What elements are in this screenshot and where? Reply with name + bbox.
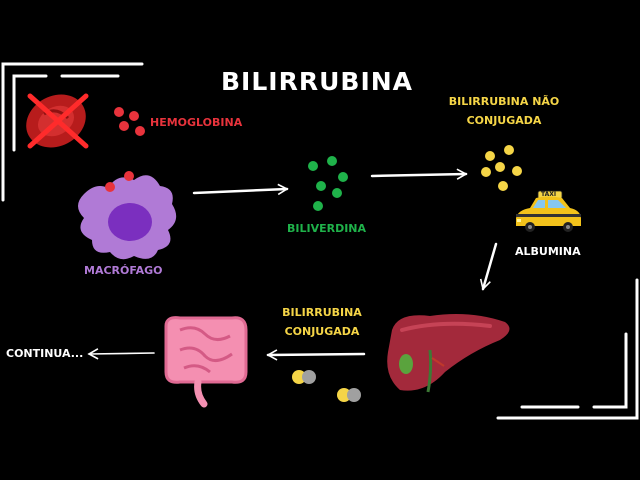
- bilirrubina-conjugada-molecules: [292, 370, 361, 402]
- label-biliverdina: BILIVERDINA: [287, 222, 367, 235]
- flow-arrows: [87, 168, 498, 361]
- taxi-sign: TAXI: [541, 191, 557, 198]
- taxi-icon: [516, 190, 581, 232]
- hemoglobina-molecules: [114, 107, 145, 136]
- diagram-title: BILIRRUBINA: [221, 67, 414, 96]
- label-macrofago: MACRÓFAGO: [84, 264, 163, 277]
- intestine-icon: [164, 316, 248, 408]
- arrow-biliverdina-to-bilirrubina: [370, 168, 468, 180]
- arrow-intestine-to-continua: [87, 348, 155, 360]
- label-bilirrubina-nao-conjugada-line2: CONJUGADA: [466, 113, 542, 127]
- label-hemoglobina: HEMOGLOBINA: [150, 116, 243, 129]
- label-bilirrubina-conjugada-line2: CONJUGADA: [284, 324, 360, 338]
- frame-top-left: [1, 62, 144, 202]
- frame-bottom-right: [496, 278, 639, 420]
- label-continua: CONTINUA...: [6, 347, 84, 360]
- liver-icon: [387, 314, 510, 393]
- macrophage-icon: [78, 171, 177, 260]
- label-albumina: ALBUMINA: [515, 245, 581, 258]
- label-bilirrubina-conjugada-line1: BILIRRUBINA: [282, 306, 362, 319]
- arrow-macrofago-to-biliverdina: [192, 183, 289, 196]
- biliverdina-molecules: [308, 156, 348, 211]
- red-blood-cell-crossed-icon: [26, 93, 89, 149]
- arrow-liver-to-intestine: [266, 349, 366, 361]
- label-bilirrubina-conjugada: BILIRRUBINA CONJUGADA: [276, 306, 368, 339]
- label-bilirrubina-nao-conjugada: BILIRRUBINA NÃO CONJUGADA: [445, 95, 563, 128]
- bilirrubina-nao-conjugada-molecules: [481, 145, 522, 191]
- label-bilirrubina-nao-conjugada-line1: BILIRRUBINA NÃO: [448, 95, 560, 108]
- arrow-albumina-to-liver: [479, 242, 498, 291]
